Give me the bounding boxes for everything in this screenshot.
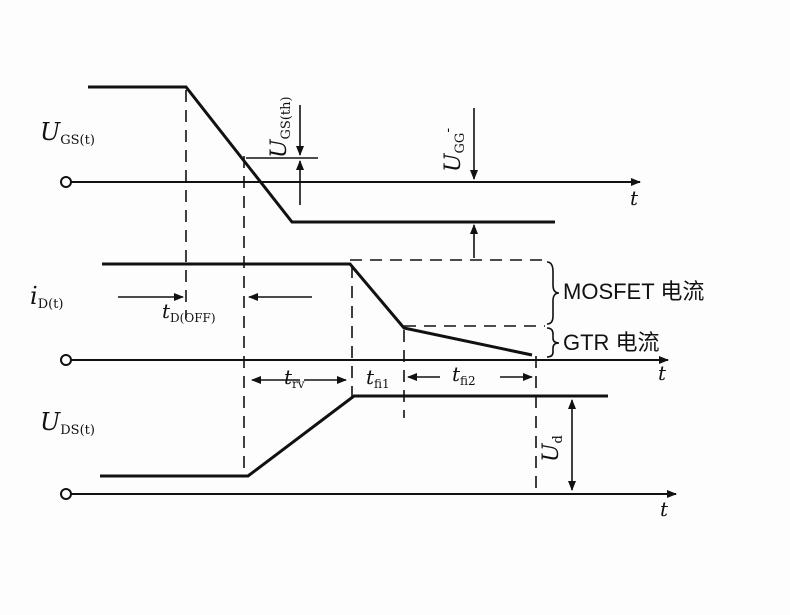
- ud-label: Ud: [539, 435, 566, 462]
- gtr-brace: [546, 327, 560, 358]
- ugs-axis-origin: [60, 176, 72, 188]
- uds-axis-origin: [60, 488, 72, 500]
- uds-waveform: [100, 394, 608, 478]
- gtr-current-label: GTR 电流: [563, 330, 660, 355]
- ugg-label: UGG-: [440, 128, 468, 172]
- tdoff-label: tD(OFF): [162, 299, 216, 325]
- ugs-waveform: [88, 85, 555, 224]
- uds-label: UDS(t): [40, 408, 95, 438]
- ugs-th-label: UGS(th): [267, 96, 294, 158]
- tfi2-label: tfi2: [452, 362, 476, 388]
- uds-axis-label: t: [660, 497, 669, 521]
- ugs-axis-label: t: [630, 186, 639, 210]
- mosfet-current-label: MOSFET 电流: [563, 279, 704, 304]
- ugs-label: UGS(t): [40, 118, 95, 148]
- mosfet-brace: [546, 261, 560, 325]
- trv-label: trv: [284, 365, 305, 391]
- id-label: iD(t): [30, 282, 63, 312]
- tfi1-label: tfi1: [366, 365, 390, 391]
- id-waveform: [102, 262, 533, 357]
- id-axis-label: t: [658, 361, 667, 385]
- id-axis-origin: [60, 354, 72, 366]
